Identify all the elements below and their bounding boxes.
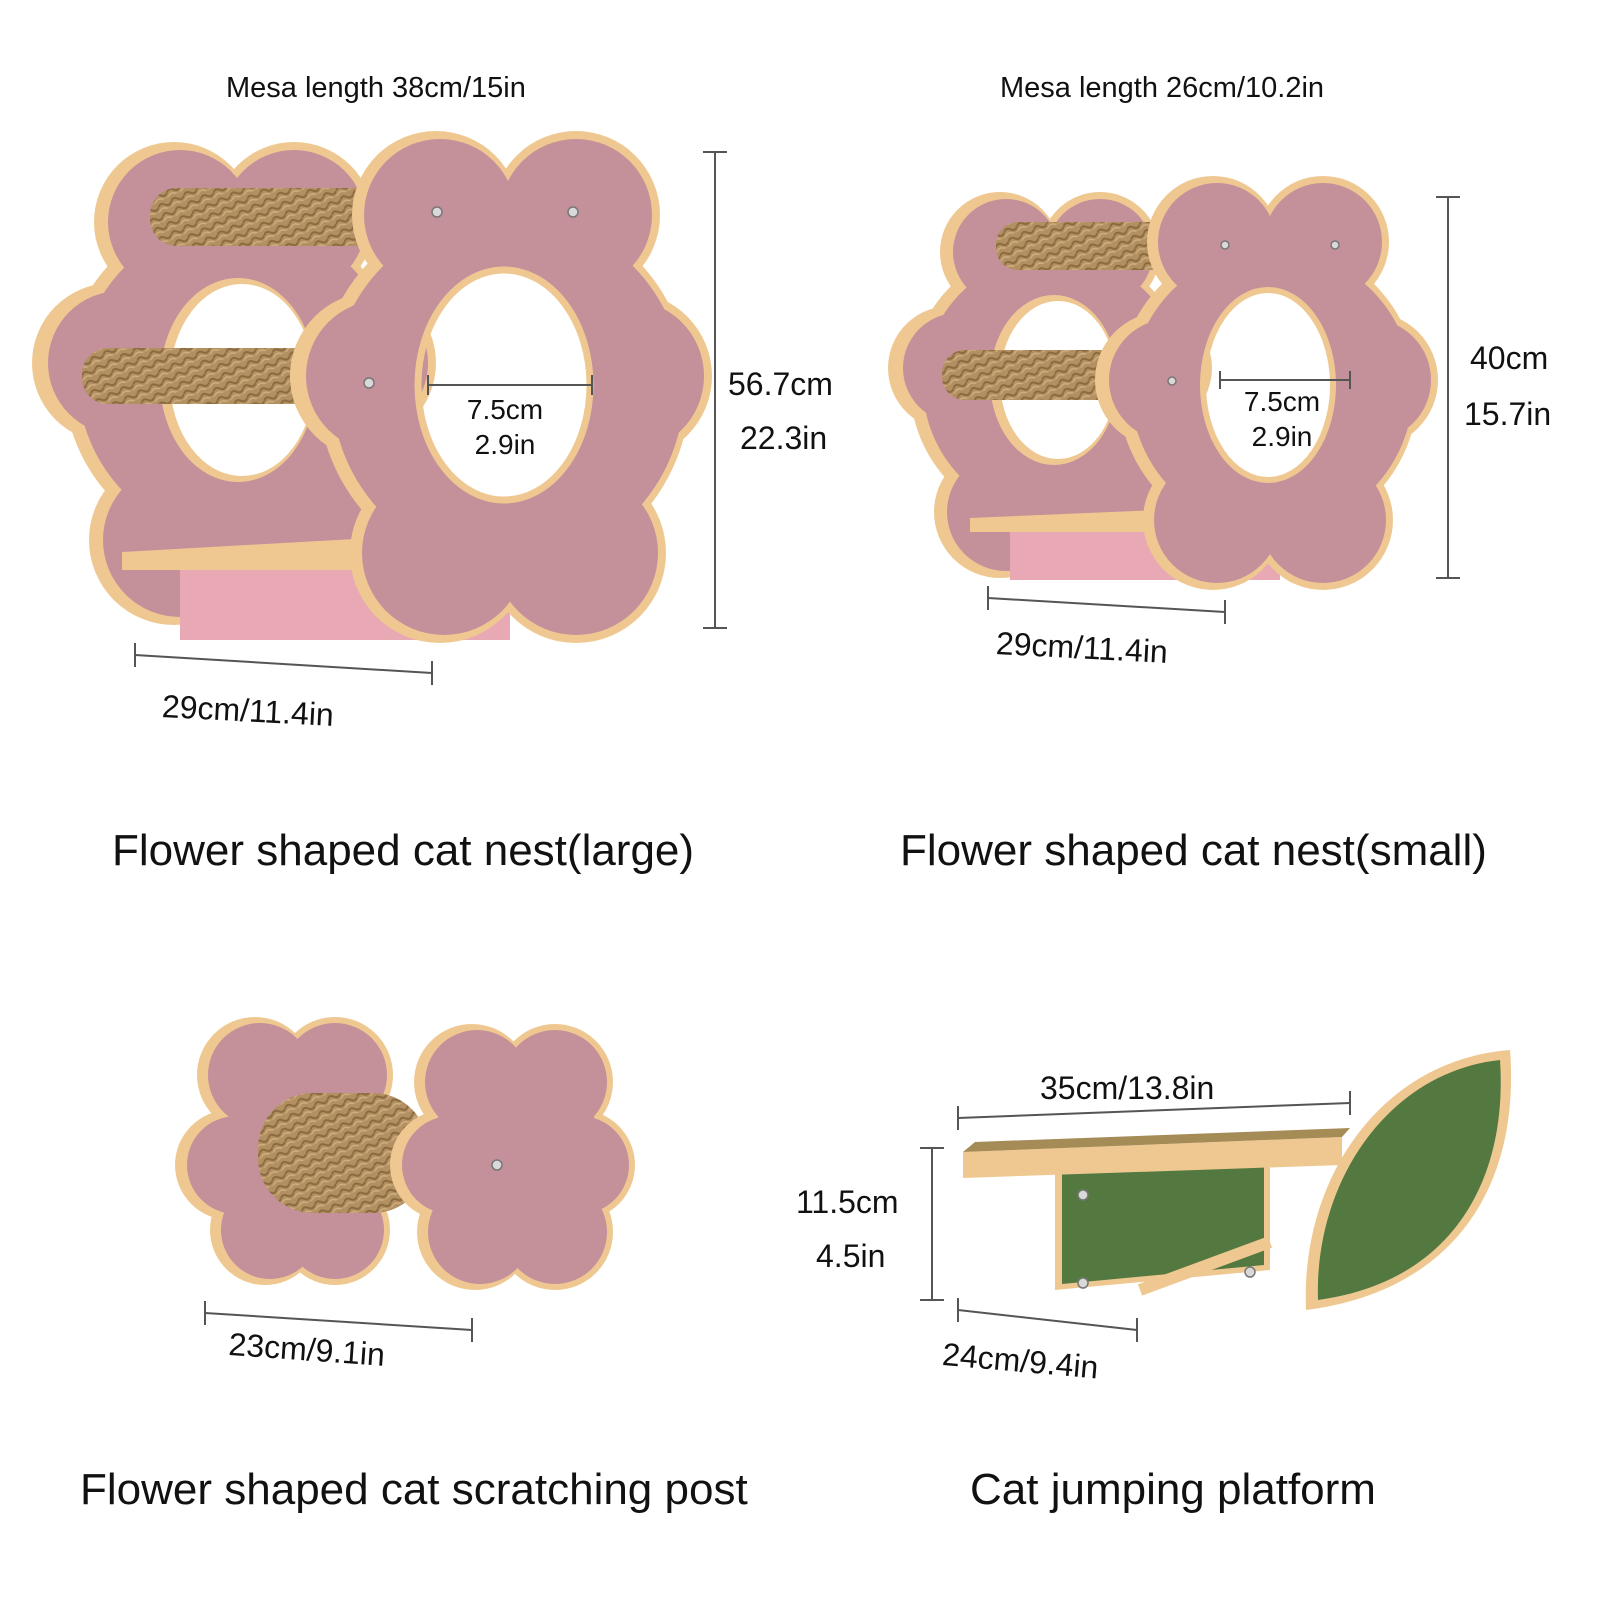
large-nest-hole-in: 2.9in — [474, 429, 536, 460]
platform-height-in: 4.5in — [816, 1238, 886, 1274]
large-nest-hole-cm: 7.5cm — [466, 394, 544, 425]
platform-caption: Cat jumping platform — [970, 1465, 1376, 1514]
platform-length: 35cm/13.8in — [1040, 1070, 1215, 1106]
small-sisal-rod-bottom — [942, 350, 1142, 400]
scratching-post-sisal — [258, 1093, 428, 1213]
large-nest-height-in: 22.3in — [740, 420, 828, 456]
jumping-platform-illustration — [963, 1050, 1512, 1310]
small-nest-mesa-length: Mesa length 26cm/10.2in — [1000, 72, 1325, 104]
platform-board-edge — [963, 1137, 1342, 1178]
large-nest-height-cm: 56.7cm — [728, 366, 833, 402]
large-sisal-rod-bottom — [82, 348, 322, 404]
scratching-post-caption: Flower shaped cat scratching post — [80, 1465, 748, 1514]
scratching-post-illustration — [175, 1017, 635, 1290]
large-nest-hole-diameter: 7.5cm 2.9in — [455, 392, 555, 462]
small-nest-height-cm: 40cm — [1470, 340, 1549, 376]
large-nest-mesa-length: Mesa length 38cm/15in — [226, 72, 526, 104]
large-front-flower — [290, 131, 712, 643]
large-sisal-rod-top — [150, 188, 380, 246]
small-nest-caption: Flower shaped cat nest(small) — [900, 826, 1487, 875]
small-sisal-rod-top — [996, 222, 1186, 270]
platform-height-cm: 11.5cm — [796, 1184, 899, 1220]
small-front-flower — [1095, 176, 1438, 590]
leaf-panel — [1317, 1060, 1501, 1300]
small-nest-hole-diameter: 7.5cm 2.9in — [1232, 384, 1332, 454]
large-nest-caption: Flower shaped cat nest(large) — [112, 826, 695, 875]
small-nest-illustration — [888, 176, 1438, 590]
large-nest-illustration — [32, 131, 712, 643]
dimension-lines — [134, 151, 1460, 1342]
platform-bracket — [1062, 1151, 1264, 1284]
small-nest-hole-in: 2.9in — [1251, 421, 1313, 452]
small-nest-hole-cm: 7.5cm — [1243, 386, 1321, 417]
small-nest-height-in: 15.7in — [1464, 396, 1552, 432]
